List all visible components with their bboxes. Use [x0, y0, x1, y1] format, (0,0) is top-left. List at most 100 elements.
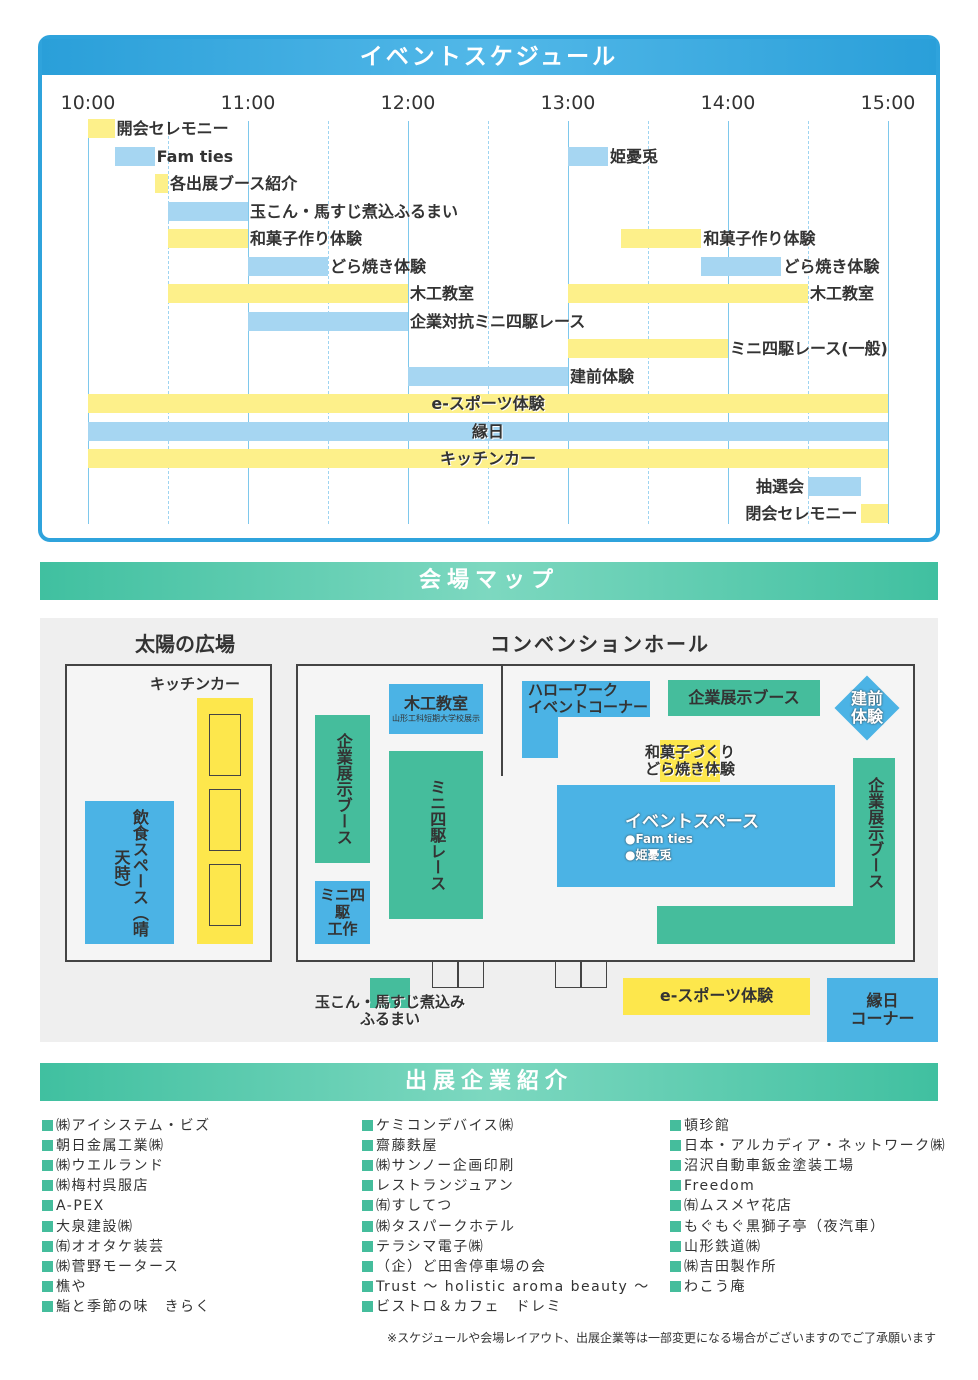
time-tick: 15:00	[860, 92, 916, 114]
company-item: もぐもぐ黒獅子亭（夜汽車）	[670, 1217, 886, 1237]
partition	[501, 666, 503, 776]
schedule-bar	[88, 421, 888, 441]
event-space-label: イベントスペース	[625, 812, 759, 832]
company-item: 樵や	[42, 1277, 87, 1297]
schedule-label: 抽選会	[755, 476, 804, 496]
kitchen-car-label: キッチンカー	[150, 675, 241, 693]
schedule-panel: イベントスケジュール 10:00 11:00 12:00 13:00 14:00 15:0…	[38, 35, 940, 542]
woodwork-label: 木工教室	[403, 694, 468, 714]
schedule-bar	[154, 174, 168, 193]
booth-bottom	[657, 906, 895, 944]
hellowork-label: ハローワーク イベントコーナー	[522, 681, 650, 717]
plaza-label: 太陽の広場	[135, 632, 235, 656]
schedule-label: 玉こん・馬すじ煮込ふるまい	[250, 201, 459, 221]
company-item: 鮨と季節の味 きらく	[42, 1297, 211, 1317]
schedule-bar	[701, 256, 782, 276]
schedule-label: 縁日	[471, 421, 504, 441]
schedule-bar	[88, 119, 115, 138]
schedule-label: 和菓子作り体験	[250, 229, 363, 248]
company-item: Trust ～ holistic aroma beauty ～	[362, 1277, 650, 1297]
schedule-label: 建前体験	[570, 366, 635, 386]
door	[432, 962, 458, 988]
schedule-bar	[114, 146, 155, 166]
map-title: 会場マップ	[40, 562, 938, 600]
booth-left: 企業展示ブース	[315, 715, 370, 863]
companies-title: 出展企業紹介	[40, 1063, 938, 1101]
tamakon-label: 玉こん・馬すじ煮込み ふるまい	[314, 992, 465, 1028]
door	[581, 962, 607, 988]
schedule-bar	[168, 201, 248, 221]
tatemae-label: 建前 体験	[850, 688, 883, 726]
company-item: わこう庵	[670, 1277, 746, 1297]
wagashi-area	[660, 740, 720, 782]
company-item: ㈲オオタケ装芸	[42, 1237, 165, 1257]
time-gridline	[488, 121, 489, 524]
schedule-bar	[88, 394, 888, 413]
time-gridline	[168, 121, 169, 524]
event-item: ●姫憂兎	[625, 848, 672, 862]
schedule-label: どら焼き体験	[330, 256, 427, 276]
schedule-label: e-スポーツ体験	[431, 394, 545, 413]
schedule-bar	[568, 146, 608, 166]
schedule-bar	[248, 311, 408, 331]
mini4wd-race-area: ミニ四駆レース	[389, 751, 483, 919]
time-gridline	[568, 121, 569, 524]
schedule-bar	[568, 339, 728, 358]
company-item: 頓珍館	[670, 1116, 731, 1136]
company-item: ㈲すしてつ	[362, 1196, 453, 1216]
company-item: レストランジュアン	[362, 1176, 514, 1196]
time-gridline	[888, 121, 889, 524]
company-item: ㈲ムスメヤ花店	[670, 1196, 793, 1216]
wagashi-label: 和菓子づくり どら焼き体験	[644, 742, 735, 778]
company-item: 齋藤麩屋	[362, 1136, 438, 1156]
woodwork-sub-label: 山形工科短期大学校展示	[392, 713, 480, 723]
schedule-bar	[861, 504, 888, 523]
tamakon-area	[370, 978, 410, 1008]
esports-area: e-スポーツ体験	[623, 978, 810, 1015]
disclaimer-note: ※スケジュールや会場レイアウト、出展企業等は一部変更になる場合がございますのでご…	[387, 1331, 936, 1345]
company-item: ㈱梅村呉服店	[42, 1176, 149, 1196]
schedule-label: 開会セレモニー	[116, 119, 229, 138]
company-item: ㈱菅野モータース	[42, 1257, 179, 1277]
schedule-label: 木工教室	[810, 284, 875, 303]
kitchen-car-area	[197, 698, 253, 944]
schedule-label: 木工教室	[410, 284, 475, 303]
company-item: 山形鉄道㈱	[670, 1237, 762, 1257]
food-space: 飲食スペース（晴天時）	[85, 801, 174, 944]
schedule-title: イベントスケジュール	[42, 39, 936, 75]
time-tick: 10:00	[60, 92, 116, 114]
door	[555, 962, 581, 988]
company-item: ㈱サンノー企画印刷	[362, 1156, 515, 1176]
company-item: Freedom	[670, 1176, 755, 1196]
company-item: テラシマ電子㈱	[362, 1237, 484, 1257]
schedule-bar	[168, 229, 248, 248]
mini4wd-craft-area: ミニ四駆 工作	[315, 881, 370, 944]
time-gridline	[408, 121, 409, 524]
schedule-bar	[568, 284, 808, 303]
time-tick: 11:00	[220, 92, 276, 114]
company-item: A-PEX	[42, 1196, 105, 1216]
company-item: （企）ど田舎停車場の会	[362, 1257, 547, 1277]
schedule-bar	[88, 449, 888, 468]
time-gridline	[648, 121, 649, 524]
company-item: ㈱吉田製作所	[670, 1257, 777, 1277]
schedule-label: 閉会セレモニー	[745, 504, 858, 523]
schedule-label: キッチンカー	[439, 449, 536, 468]
schedule-bar	[248, 256, 328, 276]
hall-label: コンベンションホール	[490, 632, 710, 656]
company-item: 朝日金属工業㈱	[42, 1136, 165, 1156]
time-tick: 12:00	[380, 92, 436, 114]
woodwork-area: 木工教室 山形工科短期大学校展示	[389, 684, 483, 734]
schedule-label: ミニ四駆レース(一般)	[730, 339, 888, 358]
schedule-label: 各出展ブース紹介	[170, 174, 298, 193]
event-space: イベントスペース ●Fam ties ●姫憂兎	[557, 785, 835, 887]
schedule-label: 企業対抗ミニ四駆レース	[410, 311, 586, 331]
company-item: ビストロ＆カフェ ドレミ	[362, 1297, 562, 1317]
company-item: ケミコンデバイス㈱	[362, 1116, 515, 1136]
schedule-bar	[808, 476, 862, 496]
time-tick: 13:00	[540, 92, 596, 114]
booth-right: 企業展示ブース	[853, 758, 895, 908]
time-tick: 14:00	[700, 92, 756, 114]
company-item: ㈱ウエルランド	[42, 1156, 165, 1176]
event-item: ●Fam ties	[625, 832, 693, 846]
